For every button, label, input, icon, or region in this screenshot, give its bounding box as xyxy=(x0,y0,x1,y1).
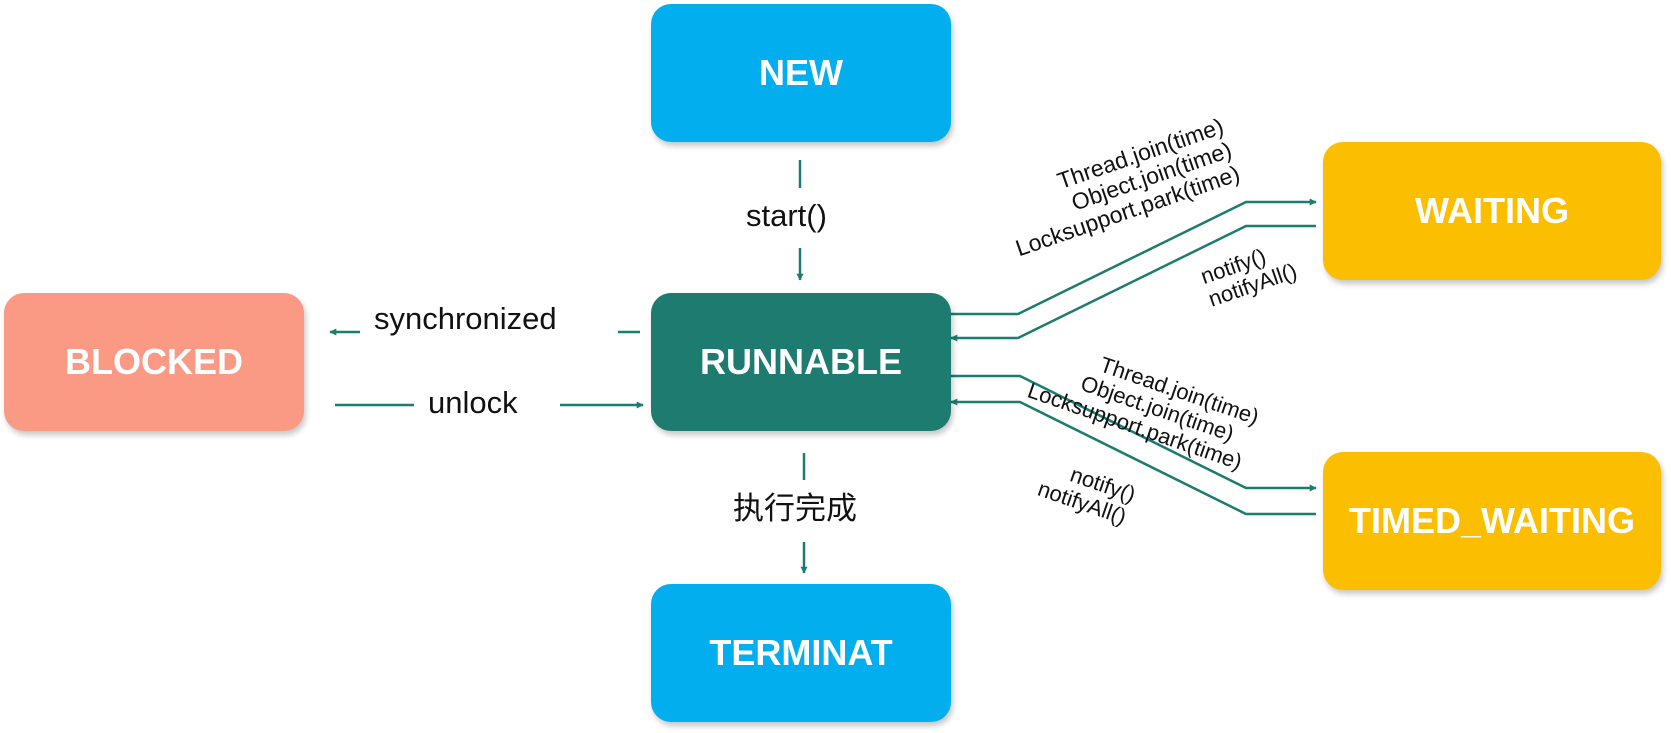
label-synchronized: synchronized xyxy=(374,301,557,336)
arrow-to-timed-waiting xyxy=(951,374,1317,492)
label-finished: 执行完成 xyxy=(733,491,857,526)
arrow-from-timed-waiting xyxy=(950,398,1316,516)
arrow-to-waiting xyxy=(951,198,1317,316)
arrow-from-waiting xyxy=(950,224,1316,342)
label-start: start() xyxy=(746,198,827,233)
state-blocked: BLOCKED xyxy=(4,293,304,431)
state-runnable: RUNNABLE xyxy=(651,293,951,431)
state-new: NEW xyxy=(651,4,951,142)
state-timed-waiting: TIMED_WAITING xyxy=(1323,452,1661,590)
state-terminated: TERMINAT xyxy=(651,584,951,722)
state-waiting: WAITING xyxy=(1323,142,1661,280)
label-unlock: unlock xyxy=(428,385,518,420)
